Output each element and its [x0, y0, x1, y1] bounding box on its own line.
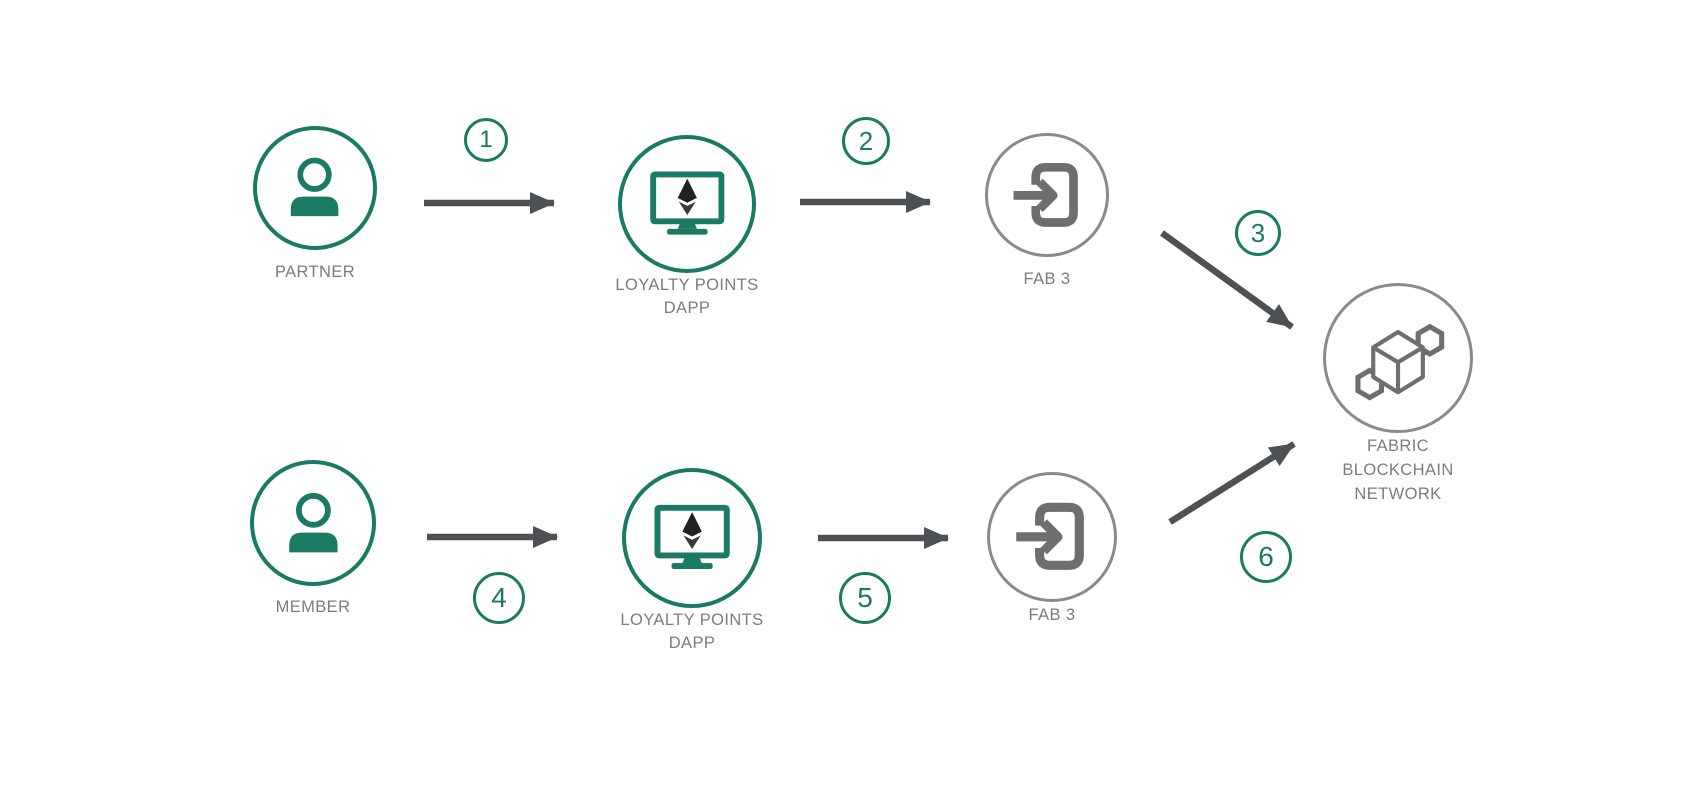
node-fab3-top-label: FAB 3	[1023, 270, 1071, 288]
node-dapp-bottom-label-line2: DAPP	[668, 634, 716, 652]
user-icon	[253, 126, 377, 250]
node-partner-label: PARTNER	[274, 263, 356, 281]
monitor-ethereum-icon	[618, 135, 756, 273]
node-dapp-bottom-label-line1: LOYALTY POINTS	[620, 611, 764, 629]
blockchain-cube-icon	[1323, 283, 1473, 433]
node-fabric: FABRIC BLOCKCHAIN NETWORK	[1278, 283, 1518, 505]
step-badge-3: 3	[1235, 210, 1281, 256]
step-badge-1: 1	[464, 118, 508, 162]
sign-in-arrow-icon	[985, 133, 1109, 257]
node-dapp-top-label-line1: LOYALTY POINTS	[615, 276, 759, 294]
monitor-ethereum-icon	[622, 468, 762, 608]
user-icon	[250, 460, 376, 586]
arrow-step-6	[1168, 441, 1296, 525]
step-badge-6: 6	[1240, 531, 1292, 583]
step-badge-4: 4	[473, 572, 525, 624]
node-member: MEMBER	[193, 460, 433, 618]
node-dapp-bottom: LOYALTY POINTS DAPP	[572, 468, 812, 654]
step-badge-5: 5	[839, 572, 891, 624]
sign-in-arrow-icon	[987, 472, 1117, 602]
node-fab3-bottom-label: FAB 3	[1028, 606, 1076, 624]
step-badge-2: 2	[842, 117, 890, 165]
node-fab3-bottom: FAB 3	[932, 472, 1172, 626]
arrow-step-3	[1160, 230, 1294, 330]
node-fabric-label-line3: NETWORK	[1354, 485, 1442, 503]
node-fabric-label-line2: BLOCKCHAIN	[1342, 461, 1454, 479]
node-partner: PARTNER	[195, 126, 435, 283]
node-fab3-top: FAB 3	[927, 133, 1167, 290]
node-member-label: MEMBER	[275, 598, 351, 616]
node-dapp-top-label-line2: DAPP	[663, 299, 711, 317]
node-fabric-label-line1: FABRIC	[1367, 437, 1429, 455]
node-dapp-top: LOYALTY POINTS DAPP	[567, 135, 807, 319]
